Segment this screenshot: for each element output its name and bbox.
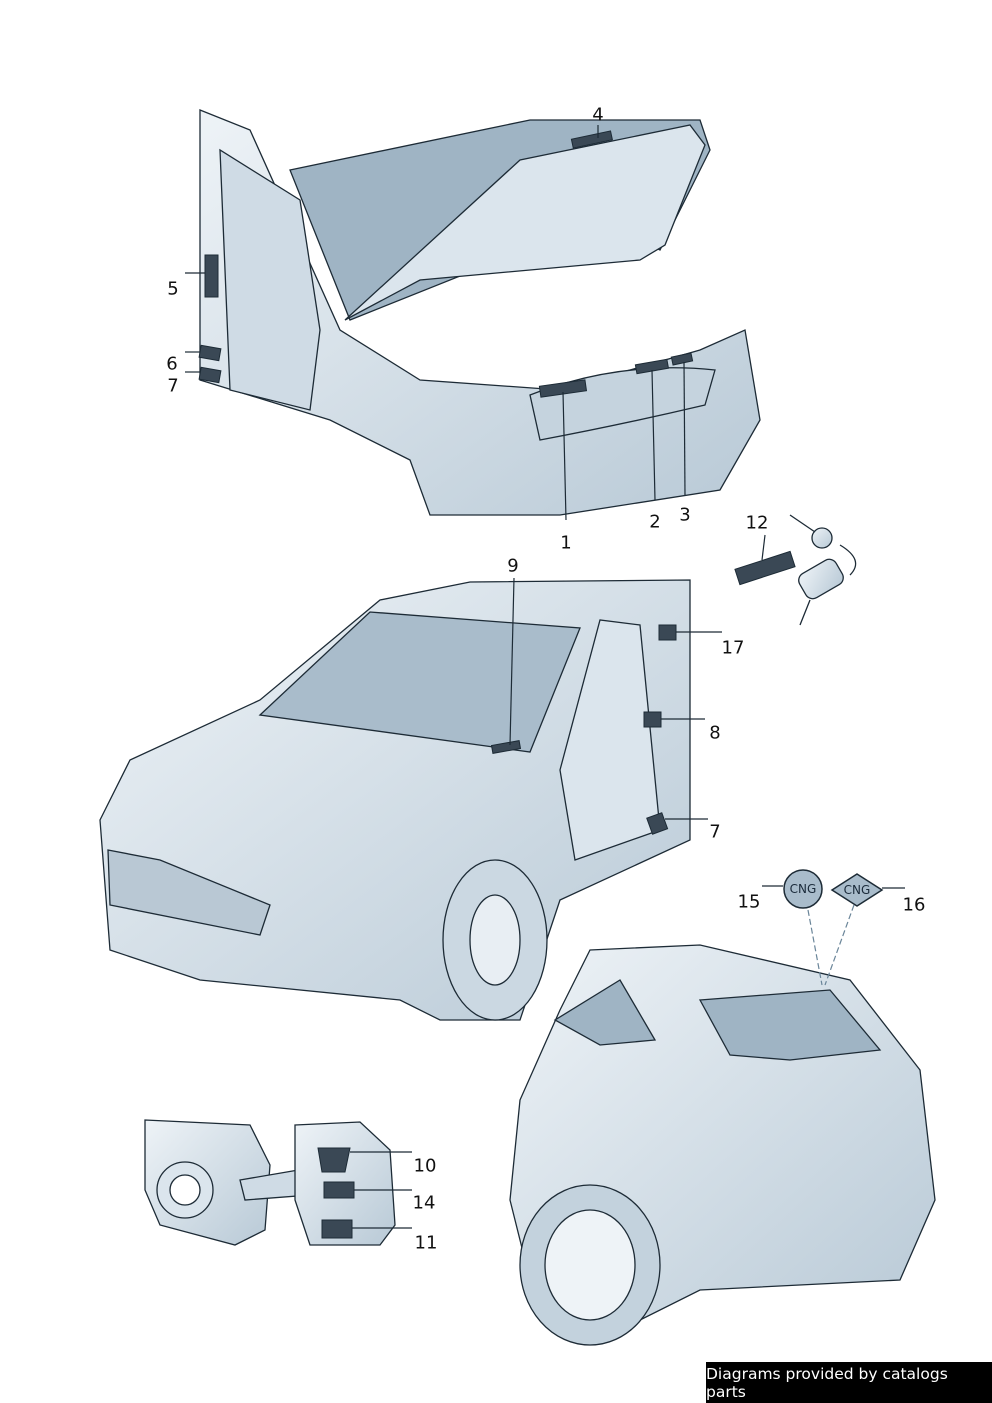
credit-banner: Diagrams provided by catalogs parts xyxy=(706,1362,992,1403)
car-front-three-quarter xyxy=(99,579,691,1021)
sticker-3 xyxy=(670,352,694,366)
sticker-17 xyxy=(658,624,677,641)
callout-3[interactable]: 3 xyxy=(679,504,691,526)
callout-1[interactable]: 1 xyxy=(560,532,572,554)
cng-round-badge: CNG xyxy=(783,869,823,909)
callout-7[interactable]: 7 xyxy=(167,375,179,397)
sticker-2 xyxy=(634,358,670,375)
sticker-markers xyxy=(198,130,796,1239)
callout-12[interactable]: 12 xyxy=(745,512,769,534)
callout-15[interactable]: 15 xyxy=(737,891,761,913)
sticker-7 xyxy=(198,366,222,384)
car-front-hood-open xyxy=(199,109,761,516)
leader-lines xyxy=(185,125,905,1229)
sticker-14 xyxy=(323,1181,355,1199)
credit-text: Diagrams provided by catalogs parts xyxy=(706,1364,948,1401)
sticker-9 xyxy=(490,740,522,754)
sticker-11 xyxy=(321,1219,353,1239)
callout-2[interactable]: 2 xyxy=(649,511,661,533)
callout-9[interactable]: 9 xyxy=(507,555,519,577)
fuel-filler-flap xyxy=(144,1119,396,1246)
sticker-7b xyxy=(646,812,669,835)
callout-14[interactable]: 14 xyxy=(412,1192,436,1214)
sticker-5 xyxy=(204,254,219,298)
sticker-1 xyxy=(538,379,588,398)
cng-round-text: CNG xyxy=(790,882,817,896)
callout-8[interactable]: 8 xyxy=(709,722,721,744)
cng-diamond-badge: CNG xyxy=(830,873,884,907)
sticker-12 xyxy=(734,550,796,586)
sticker-4 xyxy=(570,130,613,149)
callout-17[interactable]: 17 xyxy=(721,637,745,659)
callout-5[interactable]: 5 xyxy=(167,278,179,300)
vehicle-key xyxy=(789,514,857,626)
callout-10[interactable]: 10 xyxy=(413,1155,437,1177)
callout-4[interactable]: 4 xyxy=(592,104,604,126)
sticker-6 xyxy=(198,344,222,362)
car-rear-three-quarter xyxy=(509,944,936,1346)
sticker-8 xyxy=(643,711,662,728)
callout-16[interactable]: 16 xyxy=(902,894,926,916)
callout-7[interactable]: 7 xyxy=(709,821,721,843)
callout-6[interactable]: 6 xyxy=(166,353,178,375)
callout-11[interactable]: 11 xyxy=(414,1232,438,1254)
sticker-10 xyxy=(317,1147,351,1173)
cng-diamond-text: CNG xyxy=(844,883,871,897)
